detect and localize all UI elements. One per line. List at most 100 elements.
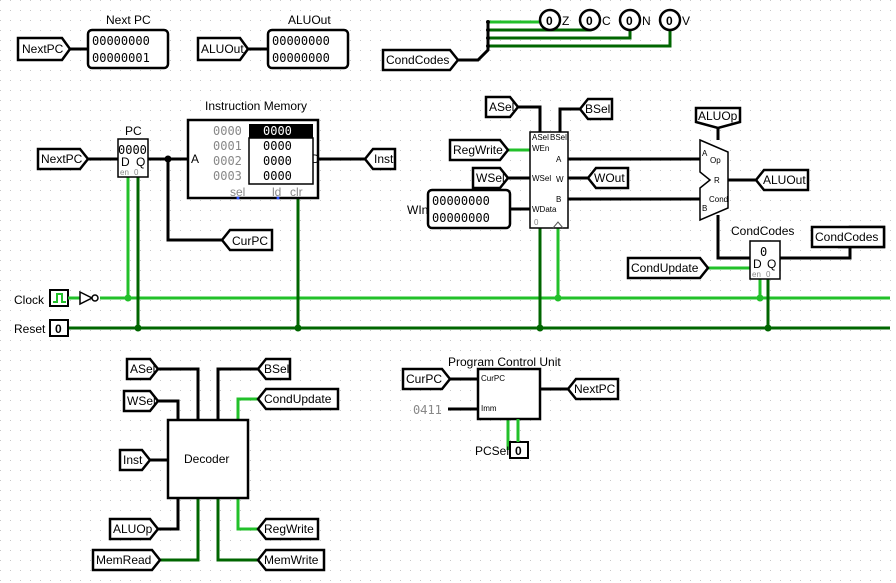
flag-c[interactable]: 0 C bbox=[578, 8, 611, 32]
svg-text:ASel: ASel bbox=[489, 100, 514, 114]
tunnel-dec-memwrite[interactable]: MemWrite bbox=[256, 548, 326, 572]
imem-value-3[interactable]: 0000 bbox=[263, 169, 292, 183]
pc-title: PC bbox=[125, 124, 142, 138]
svg-text:ALUOp: ALUOp bbox=[113, 522, 153, 536]
imem-ld-label: ld bbox=[272, 185, 281, 199]
pcu-imm-constant: 0411 bbox=[413, 403, 442, 417]
pc-register[interactable]: PC 0000 D Q en 0 bbox=[117, 124, 149, 178]
svg-text:CondCodes: CondCodes bbox=[815, 230, 878, 244]
tunnel-dec-memread[interactable]: MemRead bbox=[91, 548, 162, 572]
pcu-title: Program Control Unit bbox=[448, 355, 561, 369]
svg-text:W: W bbox=[556, 175, 564, 184]
imem-addresses: 0000 0001 0002 0003 bbox=[213, 124, 242, 183]
tunnel-dec-condupdate[interactable]: CondUpdate bbox=[256, 387, 340, 411]
junction-dots bbox=[124, 20, 772, 332]
probe-next-pc[interactable]: Next PC 00000000 00000001 bbox=[86, 13, 170, 70]
probe-aluout[interactable]: ALUOut 00000000 00000000 bbox=[266, 13, 350, 70]
svg-text:Op: Op bbox=[710, 156, 721, 165]
tunnel-curpc[interactable]: CurPC bbox=[220, 228, 274, 252]
tunnel-inst-out[interactable]: Inst bbox=[363, 147, 397, 171]
svg-text:WSel: WSel bbox=[476, 171, 505, 185]
svg-text:0: 0 bbox=[534, 218, 539, 227]
imem-addr-label: A bbox=[191, 152, 199, 166]
svg-text:0: 0 bbox=[546, 14, 553, 28]
pcsel-input[interactable]: PCSel 0 bbox=[475, 441, 529, 459]
svg-text:B: B bbox=[702, 204, 707, 213]
flag-z[interactable]: 0 Z bbox=[538, 8, 569, 32]
tunnel-bsel[interactable]: BSel bbox=[578, 97, 614, 121]
tunnel-asel[interactable]: ASel bbox=[484, 95, 520, 119]
pc-en-label: en bbox=[120, 168, 129, 177]
tunnel-nextpc-pc[interactable]: NextPC bbox=[36, 147, 90, 171]
pcsel-value: 0 bbox=[515, 444, 522, 458]
tunnel-condcodes-left[interactable]: CondCodes bbox=[381, 48, 460, 72]
svg-text:RegWrite: RegWrite bbox=[453, 143, 503, 157]
imem-value-1[interactable]: 0000 bbox=[263, 139, 292, 153]
tunnel-wsel[interactable]: WSel bbox=[471, 166, 510, 190]
svg-text:WData: WData bbox=[532, 205, 557, 214]
probe-next-pc-title: Next PC bbox=[106, 13, 151, 27]
win-label: WIn bbox=[407, 203, 428, 217]
svg-text:WSel: WSel bbox=[127, 394, 156, 408]
win-input[interactable]: WIn 00000000 00000000 bbox=[407, 188, 512, 230]
tunnel-condupdate[interactable]: CondUpdate bbox=[626, 256, 710, 280]
tunnel-dec-aluop[interactable]: ALUOp bbox=[108, 517, 160, 541]
alu[interactable]: A B Op R Cond bbox=[699, 138, 729, 222]
svg-text:NextPC: NextPC bbox=[41, 152, 83, 166]
tunnel-wout[interactable]: WOut bbox=[586, 166, 630, 190]
svg-text:0001: 0001 bbox=[213, 139, 242, 153]
svg-text:V: V bbox=[682, 14, 690, 28]
tunnel-pcu-curpc[interactable]: CurPC bbox=[401, 367, 452, 391]
tunnel-pcu-nextpc[interactable]: NextPC bbox=[566, 377, 620, 401]
clock-label: Clock bbox=[14, 293, 45, 307]
decoder[interactable]: Decoder bbox=[166, 418, 250, 500]
svg-text:MemWrite: MemWrite bbox=[264, 553, 319, 567]
svg-text:0411: 0411 bbox=[413, 403, 442, 417]
svg-text:MemRead: MemRead bbox=[96, 553, 151, 567]
svg-text:0: 0 bbox=[586, 14, 593, 28]
condreg-value: 0 bbox=[760, 245, 767, 259]
flag-v[interactable]: 0 V bbox=[658, 8, 690, 32]
tunnel-dec-asel[interactable]: ASel bbox=[125, 357, 160, 381]
svg-text:ASel: ASel bbox=[130, 362, 155, 376]
svg-text:WEn: WEn bbox=[532, 144, 549, 153]
register-file[interactable]: ASel BSel WEn WSel WData A W B 0 bbox=[529, 131, 569, 229]
tunnel-regwrite[interactable]: RegWrite bbox=[448, 138, 510, 162]
svg-text:C: C bbox=[602, 14, 611, 28]
flag-n[interactable]: 0 N bbox=[618, 8, 651, 32]
tunnel-dec-wsel[interactable]: WSel bbox=[122, 389, 160, 413]
svg-text:ALUOut: ALUOut bbox=[763, 173, 806, 187]
svg-text:Inst: Inst bbox=[123, 453, 143, 467]
svg-text:0000: 0000 bbox=[213, 124, 242, 138]
tunnel-dec-regwrite[interactable]: RegWrite bbox=[256, 517, 320, 541]
win-row1: 00000000 bbox=[432, 194, 490, 208]
pcsel-label: PCSel bbox=[475, 444, 509, 458]
tunnel-aluop[interactable]: ALUOp bbox=[694, 106, 742, 130]
tunnel-dec-inst[interactable]: Inst bbox=[118, 448, 152, 472]
condreg-q-label: Q bbox=[767, 257, 776, 271]
svg-text:B: B bbox=[556, 195, 561, 204]
svg-text:CondUpdate: CondUpdate bbox=[631, 261, 699, 275]
condcodes-register[interactable]: CondCodes 0 D Q en 0 bbox=[731, 224, 794, 280]
program-control-unit[interactable]: Program Control Unit CurPC Imm bbox=[448, 355, 561, 421]
tunnel-nextpc-top[interactable]: NextPC bbox=[16, 36, 72, 62]
tunnel-aluout-left[interactable]: ALUOut bbox=[196, 36, 250, 62]
tunnel-aluout-right[interactable]: ALUOut bbox=[754, 168, 810, 192]
tunnel-condcodes-right[interactable]: CondCodes bbox=[810, 225, 886, 249]
imem-title: Instruction Memory bbox=[205, 99, 307, 113]
tunnel-dec-bsel[interactable]: BSel bbox=[256, 357, 292, 381]
svg-text:CondUpdate: CondUpdate bbox=[264, 392, 332, 406]
reset-input[interactable]: Reset 0 bbox=[14, 319, 69, 337]
svg-text:CurPC: CurPC bbox=[232, 234, 268, 248]
instruction-memory[interactable]: Instruction Memory A D 0000 0001 0002 00… bbox=[186, 99, 320, 200]
reset-value: 0 bbox=[55, 322, 62, 336]
imem-clr-label: clr bbox=[290, 185, 303, 199]
imem-value-0[interactable]: 0000 bbox=[263, 124, 292, 138]
svg-text:ASel: ASel bbox=[532, 133, 549, 142]
svg-text:R: R bbox=[714, 176, 720, 185]
pc-value: 0000 bbox=[118, 143, 147, 157]
clock-input[interactable]: Clock bbox=[14, 289, 99, 307]
imem-value-2[interactable]: 0000 bbox=[263, 154, 292, 168]
